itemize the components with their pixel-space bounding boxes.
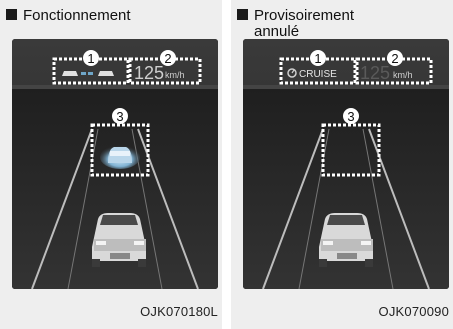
set-speed-dimmed: 125 (360, 63, 390, 83)
callout-badge-1: 1 (83, 50, 99, 66)
figure-code: OJK070180L (140, 304, 218, 319)
lane-line-left (262, 128, 324, 289)
own-vehicle-icon (319, 213, 373, 267)
detected-vehicle-icon (100, 145, 140, 169)
callout-badge-2: 2 (387, 50, 403, 66)
svg-text:3: 3 (347, 109, 354, 124)
cluster-graphic: 125 km/h (12, 39, 218, 289)
svg-text:1: 1 (314, 51, 321, 66)
callout-badge-3: 3 (343, 108, 359, 124)
panel-temporarily-cancelled: Provisoirement annulé (231, 0, 453, 329)
panel-operation: Fonctionnement (0, 0, 222, 329)
figure-code: OJK070090 (378, 304, 449, 319)
cluster-display: CRUISE 125 km/h 1 (243, 39, 449, 289)
svg-text:1: 1 (87, 51, 94, 66)
bullet-square-icon (6, 9, 17, 20)
callout-badge-2: 2 (160, 50, 176, 66)
bullet-square-icon (237, 9, 248, 20)
callout-badge-3: 3 (112, 108, 128, 124)
own-vehicle-icon (92, 213, 146, 267)
cluster-display: 125 km/h (12, 39, 218, 289)
svg-text:2: 2 (164, 51, 171, 66)
cruise-indicator: CRUISE (287, 68, 337, 80)
lane-line-left (31, 128, 93, 289)
set-speed: 125 (134, 63, 164, 83)
callout-box-3 (90, 123, 150, 177)
vehicle-distance-icon (62, 71, 114, 76)
cruise-label: CRUISE (299, 69, 337, 80)
speed-unit: km/h (393, 70, 413, 80)
speedometer-icon (287, 68, 297, 78)
cluster-graphic: CRUISE 125 km/h 1 (243, 39, 449, 289)
callout-badge-1: 1 (310, 50, 326, 66)
callout-box-3 (321, 123, 381, 177)
panel-title: Fonctionnement (6, 8, 131, 24)
svg-text:3: 3 (116, 109, 123, 124)
panel-title: Provisoirement annulé (237, 8, 354, 40)
svg-text:2: 2 (391, 51, 398, 66)
speed-unit: km/h (165, 70, 185, 80)
